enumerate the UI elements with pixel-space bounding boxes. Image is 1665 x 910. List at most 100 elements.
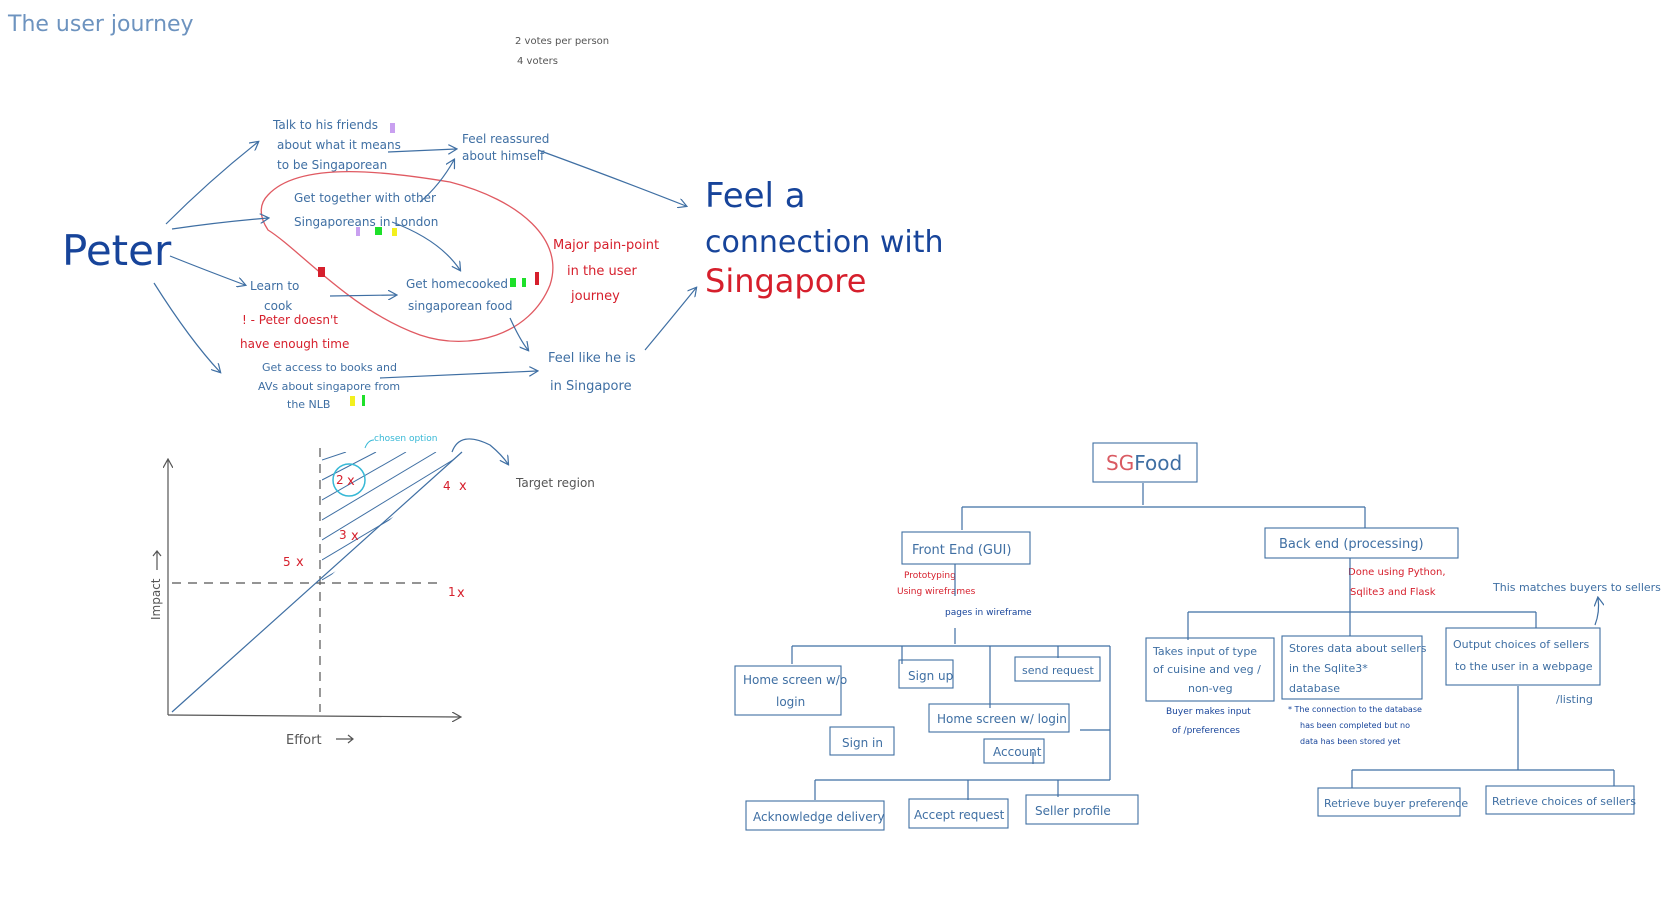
frontend-label: Front End (GUI) [912, 543, 1011, 558]
point-x-mark: x [457, 586, 465, 601]
connector [961, 483, 1366, 530]
node-text: Learn to [250, 279, 299, 293]
impact-effort-matrix: Impact Effort chosen option Target regio… [149, 434, 595, 748]
connector [814, 729, 1110, 800]
node-box-frontend [901, 531, 1031, 565]
home-wo-label: Home screen w/o [743, 673, 847, 687]
seller-profile-label: Seller profile [1035, 804, 1111, 818]
journey-node-learn-cook: Learn to cook [250, 279, 299, 313]
node-box-sgfood [1092, 442, 1198, 483]
target-region-arrow [451, 438, 508, 464]
stores-label: database [1289, 682, 1340, 695]
arrow [644, 288, 696, 351]
frontend-note: Prototyping [904, 571, 956, 581]
node-box-sign-up [898, 659, 954, 689]
point-number: 2 [336, 473, 344, 487]
arrow [419, 160, 454, 203]
target-region-label: Target region [515, 476, 595, 490]
takes-input-label: Takes input of type [1152, 645, 1257, 658]
node-text: Get access to books and [262, 361, 397, 374]
stores-label: Stores data about sellers [1289, 642, 1427, 655]
point-x-mark: x [347, 474, 355, 489]
node-text: AVs about singapore from [258, 380, 400, 393]
point-number: 1 [448, 585, 456, 599]
journey-note-time: ! - Peter doesn't have enough time [240, 313, 349, 351]
node-box-output-choices [1445, 627, 1601, 686]
arrow [391, 221, 460, 270]
sgfood-title: SGFood [1106, 451, 1182, 475]
connector [1187, 558, 1537, 640]
arrow [165, 142, 258, 225]
votes-line-1: 2 votes per person [515, 36, 609, 47]
votes-line-2: 4 voters [517, 56, 558, 67]
backend-note: Sqlite3 and Flask [1350, 587, 1436, 598]
node-text: Feel like he is [548, 351, 636, 366]
point-x-mark: x [296, 555, 304, 570]
vote-mark-green [522, 278, 526, 287]
x-axis-label-arrow [336, 734, 354, 744]
journey-node-homecooked: Get homecooked singaporean food [406, 277, 512, 313]
node-box-sign-in [829, 726, 895, 756]
journey-node-nlb: Get access to books and AVs about singap… [258, 361, 400, 411]
goal-line-2: connection with [705, 225, 943, 260]
sign-in-label: Sign in [842, 736, 883, 750]
note-text: ! - Peter doesn't [242, 313, 338, 327]
point-number: 4 [443, 479, 451, 493]
y-axis-label-arrow [152, 550, 162, 570]
node-box-accept-request [908, 798, 1009, 829]
vote-mark-green [362, 395, 365, 406]
buyer-note: Buyer makes input [1166, 707, 1251, 717]
point-x-mark: x [459, 479, 467, 494]
point-number: 5 [283, 555, 291, 569]
matches-note: This matches buyers to sellers [1492, 581, 1661, 594]
journey-node-feel-singapore: Feel like he is in Singapore [548, 351, 636, 394]
node-box-account [983, 738, 1045, 764]
retrieve-pref-label: Retrieve buyer preference [1324, 797, 1468, 810]
node-text: to be Singaporean [277, 158, 387, 172]
backend-label: Back end (processing) [1279, 537, 1424, 552]
target-hatch [322, 452, 462, 581]
frontend-note: Using wireframes [897, 587, 976, 597]
node-text: Talk to his friends [272, 118, 378, 132]
vote-mark-red [535, 272, 539, 285]
vote-mark-green [510, 278, 516, 287]
arrow [387, 149, 456, 152]
node-box-home-wo-login [734, 665, 842, 716]
journey-node-reassured: Feel reassured about himself [462, 132, 549, 163]
vote-mark-purple [356, 227, 360, 236]
node-box-stores-data [1281, 635, 1423, 700]
arrow [379, 371, 537, 379]
matrix-point-4: 4 x [443, 479, 467, 494]
arrow [509, 317, 528, 350]
note-text: have enough time [240, 337, 349, 351]
y-axis-label: Impact [149, 578, 163, 620]
node-text: about himself [462, 149, 545, 163]
pain-text: in the user [567, 264, 637, 279]
output-label: to the user in a webpage [1455, 660, 1593, 673]
takes-input-label: of cuisine and veg / [1153, 663, 1261, 676]
point-number: 3 [339, 528, 347, 542]
node-box-home-w-login [928, 703, 1070, 733]
node-text: singaporean food [408, 299, 512, 313]
journey-node-get-together: Get together with other Singaporeans in … [294, 191, 438, 229]
pain-text: Major pain-point [553, 238, 659, 253]
node-text: in Singapore [550, 379, 632, 394]
node-text: about what it means [277, 138, 401, 152]
vote-mark-yellow [392, 228, 397, 236]
buyer-note: of /preferences [1172, 726, 1240, 736]
sign-up-label: Sign up [908, 669, 953, 683]
pain-point-ellipse [260, 171, 554, 342]
chosen-option-circle [332, 463, 366, 497]
db-note: * The connection to the database [1288, 705, 1422, 714]
accept-label: Accept request [914, 808, 1005, 822]
goal-line-3: Singapore [705, 262, 866, 300]
arrow [537, 149, 686, 206]
node-box-retrieve-sellers [1485, 785, 1635, 815]
node-text: Singaporeans in London [294, 215, 438, 229]
arrow [169, 255, 245, 285]
node-text: the NLB [287, 398, 330, 411]
goal-line-1: Feel a [705, 176, 806, 216]
arrow [171, 218, 268, 230]
vote-mark-green [375, 227, 382, 235]
